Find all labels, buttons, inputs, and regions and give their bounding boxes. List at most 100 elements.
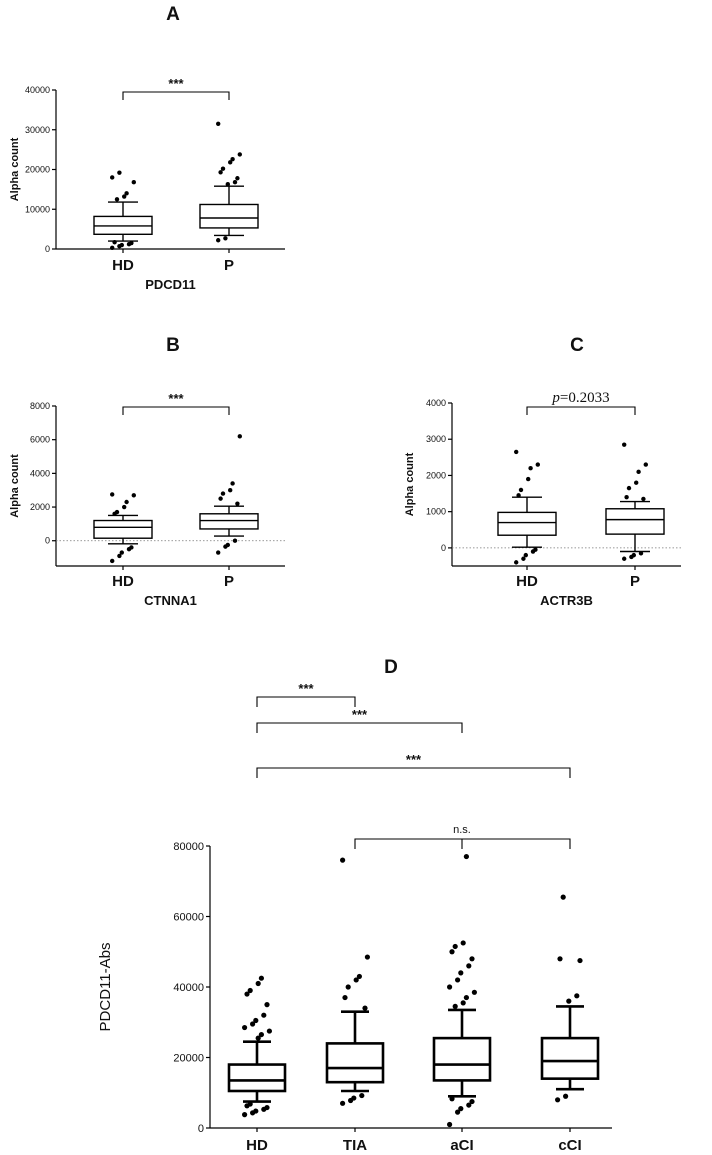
outlier-point: [574, 993, 580, 999]
bracket-line: [526, 406, 636, 415]
outlier-point: [253, 1108, 259, 1114]
outlier-point: [636, 469, 641, 475]
bracket-line: [122, 406, 230, 415]
outlier-point: [266, 1028, 272, 1034]
x-tick-label: HD: [516, 573, 538, 590]
y-tick-label: 8000: [30, 401, 50, 411]
box-hd: [93, 492, 153, 564]
box-iqr: [199, 513, 259, 530]
outlier-point: [641, 496, 646, 502]
outlier-point: [110, 558, 115, 564]
outlier-point: [250, 1021, 256, 1027]
outlier-point: [471, 989, 477, 995]
outlier-point: [622, 556, 627, 561]
y-tick-label: 0: [198, 1123, 204, 1135]
outlier-point: [242, 1024, 248, 1031]
y-tick-label: 6000: [30, 435, 50, 445]
y-tick-label: 2000: [426, 470, 446, 480]
y-tick-label: 10000: [25, 204, 50, 214]
box-iqr: [432, 1036, 492, 1082]
outlier-point: [114, 509, 120, 515]
y-tick-label: 4000: [426, 398, 446, 408]
y-axis-label: Alpha count: [404, 452, 416, 516]
outlier-point: [258, 975, 264, 981]
outlier-point: [447, 1121, 453, 1128]
y-axis-label: Alpha count: [9, 137, 21, 201]
outlier-point: [458, 970, 464, 976]
outlier-point: [242, 1112, 248, 1118]
box-hd: [497, 449, 557, 565]
outlier-point: [129, 240, 134, 246]
outlier-point: [622, 442, 627, 447]
box-iqr: [540, 1036, 600, 1080]
x-tick-label: HD: [246, 1137, 268, 1154]
outlier-point: [117, 170, 122, 175]
outlier-point: [535, 462, 540, 467]
significance-bracket: p=0.2033: [526, 390, 636, 415]
outlier-point: [235, 176, 240, 181]
y-tick-label: 0: [45, 536, 50, 546]
bracket-line: [256, 722, 463, 733]
box-iqr: [93, 519, 153, 539]
box-iqr: [605, 508, 665, 535]
x-tick-label: HD: [112, 257, 134, 274]
significance-bracket: ***: [122, 76, 230, 100]
outlier-point: [228, 160, 233, 165]
outlier-point: [230, 481, 235, 486]
outlier-point: [247, 1101, 253, 1107]
outlier-point: [455, 977, 461, 983]
outlier-point: [563, 1093, 569, 1099]
outlier-point: [458, 1106, 464, 1112]
y-tick-label: 1000: [426, 507, 446, 517]
outlier-point: [560, 894, 566, 900]
significance-label: ***: [352, 707, 368, 722]
x-tick-label: aCI: [450, 1137, 473, 1154]
outlier-point: [225, 542, 230, 548]
significance-label: ***: [406, 752, 422, 767]
outlier-point: [244, 991, 250, 997]
outlier-point: [555, 1097, 561, 1103]
outlier-point: [557, 956, 563, 962]
outlier-point: [634, 480, 639, 485]
outlier-point: [225, 182, 230, 187]
x-tick-label: P: [630, 573, 640, 590]
box-hd: [227, 975, 287, 1118]
outlier-point: [131, 493, 136, 498]
bracket-line: [256, 696, 356, 707]
outlier-point: [235, 501, 240, 506]
outlier-point: [460, 1000, 466, 1006]
outlier-point: [455, 1109, 461, 1115]
outlier-point: [521, 556, 526, 561]
outlier-point: [114, 197, 120, 202]
outlier-point: [264, 1104, 270, 1111]
outlier-point: [469, 956, 475, 962]
panel-title: A: [166, 4, 180, 25]
outlier-point: [255, 1035, 261, 1041]
outlier-point: [449, 1096, 455, 1102]
outlier-point: [345, 984, 351, 990]
outlier-point: [449, 949, 455, 955]
outlier-point: [351, 1095, 357, 1101]
outlier-point: [253, 1017, 259, 1024]
significance-bracket: n.s.: [354, 824, 571, 849]
outlier-point: [533, 547, 538, 552]
outlier-point: [228, 488, 233, 493]
panel-title: D: [384, 657, 398, 678]
y-axis-label: Alpha count: [9, 454, 21, 518]
outlier-point: [119, 550, 125, 555]
outlier-point: [624, 494, 629, 500]
y-tick-label: 20000: [173, 1053, 204, 1065]
outlier-point: [359, 1092, 365, 1099]
outlier-point: [514, 560, 519, 565]
p-value-label: p=0.2033: [551, 390, 609, 406]
x-axis-label: ACTR3B: [540, 593, 593, 608]
outlier-point: [122, 504, 127, 510]
outlier-point: [258, 1031, 264, 1038]
outlier-point: [216, 238, 221, 243]
outlier-point: [452, 1003, 458, 1009]
outlier-point: [110, 175, 115, 180]
outlier-point: [264, 1002, 270, 1008]
outlier-point: [516, 493, 521, 498]
outlier-point: [514, 449, 519, 455]
